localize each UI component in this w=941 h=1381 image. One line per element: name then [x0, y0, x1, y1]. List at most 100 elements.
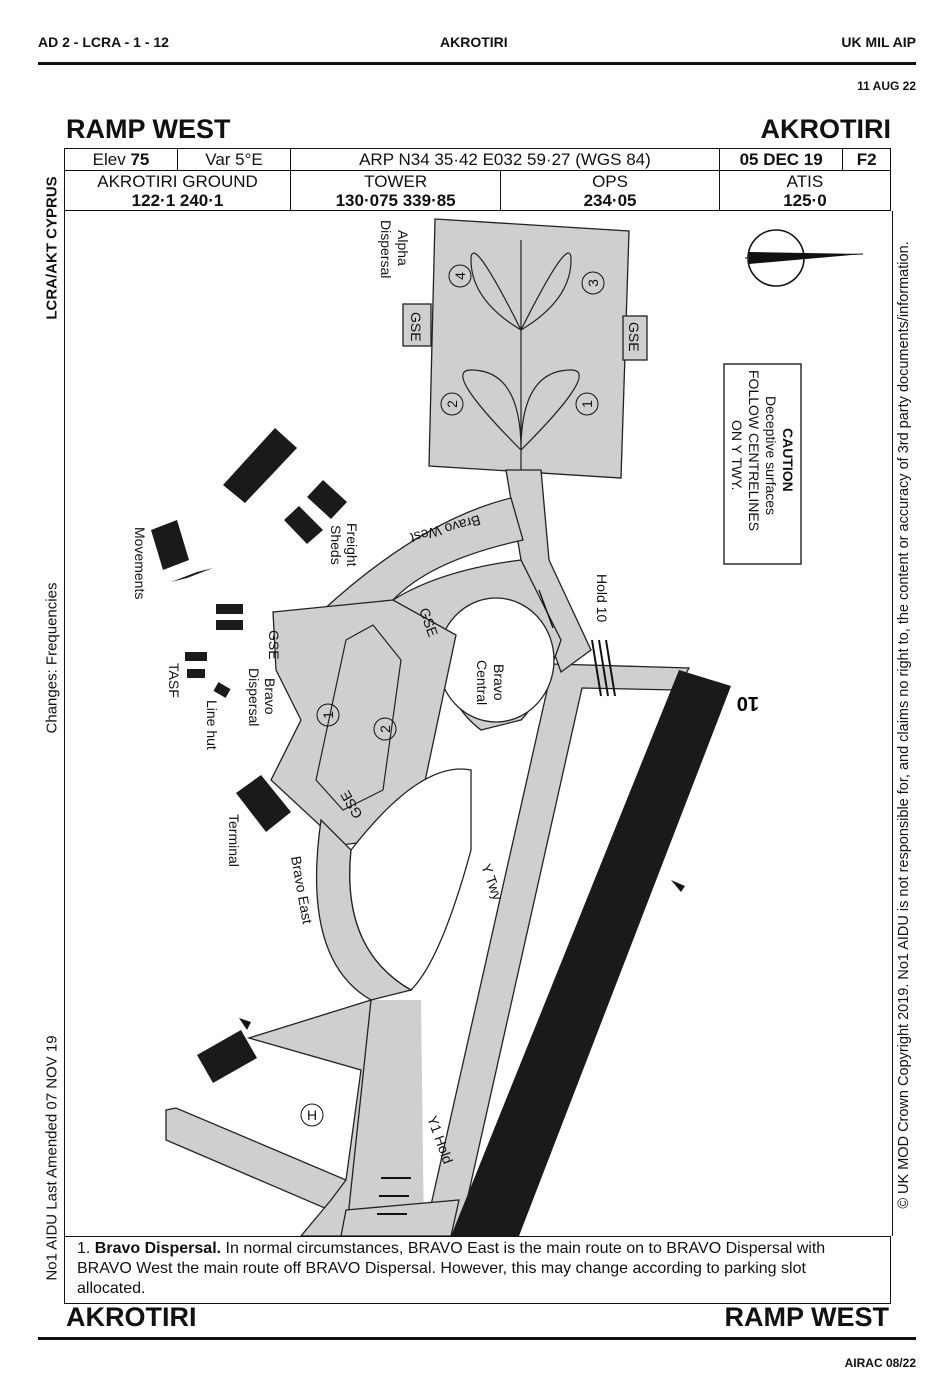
label-movements: Movements — [132, 527, 148, 599]
freq-name: OPS — [592, 171, 628, 191]
helipad-label: H — [307, 1107, 317, 1123]
aerodrome-map: 1 2 3 4 1 2 H Alpha Dispersal GSE GSE GS… — [64, 211, 893, 1237]
side-location: LCRA/AKT CYPRUS — [43, 176, 61, 320]
doc-airfield: AKROTIRI — [440, 34, 508, 50]
doc-reference: AD 2 - LCRA - 1 - 12 — [38, 34, 169, 50]
chart-title-left: RAMP WEST — [66, 114, 231, 144]
freq-value: 122·1 240·1 — [131, 190, 224, 210]
freq-value: 130·075 339·85 — [335, 190, 456, 210]
elevation-label: Elev — [92, 150, 126, 169]
elevation-value: 75 — [130, 150, 150, 169]
caution-line-2: FOLLOW CENTRELINES — [746, 370, 762, 531]
label-bravo-central-2: Central — [474, 660, 490, 705]
building-south — [197, 1030, 257, 1083]
footer-rule — [38, 1337, 916, 1340]
marker-flag-icon — [239, 1018, 251, 1030]
bravo-central-island — [437, 597, 555, 723]
alpha-stand-1: 1 — [579, 400, 595, 408]
alpha-stand-2: 2 — [444, 400, 460, 408]
line-hut-building — [213, 682, 231, 698]
chart-title-right: AKROTIRI — [760, 114, 892, 144]
label-gse-left: GSE — [408, 312, 424, 342]
label-tasf: TASF — [166, 663, 182, 698]
label-y-twy: Y Twy — [478, 862, 506, 903]
map-drawing: 1 2 3 4 1 2 H Alpha Dispersal GSE GSE GS… — [132, 218, 864, 1237]
caution-line-3: ON Y TWY. — [729, 420, 745, 491]
marker-flag-icon — [671, 880, 685, 892]
gse-area-left — [402, 303, 432, 347]
label-gse-bravo-dispersal: GSE — [266, 630, 282, 660]
chart-date-cell: 05 DEC 19 — [718, 148, 844, 171]
header-rule — [38, 62, 916, 65]
freq-value: 125·0 — [783, 190, 827, 210]
caution-box — [723, 363, 802, 565]
bravo-stand-2: 2 — [377, 725, 393, 733]
alpha-dispersal-apron — [428, 218, 630, 479]
bravo-stand-1: 1 — [320, 711, 336, 719]
note-text: In normal circumstances, BRAVO East is t… — [77, 1240, 826, 1297]
bravo-centrelines — [315, 624, 402, 811]
building-small-2 — [216, 620, 243, 630]
side-amended: No1 AIDU Last Amended 07 NOV 19 — [43, 1035, 61, 1281]
label-freight: Freight — [344, 523, 360, 567]
freq-name: AKROTIRI GROUND — [97, 171, 258, 191]
freq-name: TOWER — [364, 171, 428, 191]
label-terminal: Terminal — [226, 814, 242, 867]
notes-box: 1. Bravo Dispersal. In normal circumstan… — [64, 1236, 891, 1304]
runway-10 — [451, 670, 731, 1236]
side-changes: Changes: Frequencies — [43, 582, 61, 734]
alpha-centrelines — [462, 240, 580, 470]
caution-line-1: Deceptive surfaces — [763, 396, 779, 515]
label-bravo: Bravo — [262, 678, 278, 715]
movements-building-2 — [171, 568, 213, 582]
direction-arrow — [538, 589, 554, 629]
footer-title-right: RAMP WEST — [724, 1302, 889, 1332]
label-hold-10: Hold 10 — [594, 574, 610, 622]
label-line-hut: Line hut — [204, 700, 220, 750]
freight-shed-2 — [284, 506, 323, 544]
label-bravo-central-1: Bravo — [491, 664, 507, 701]
runway-designator: 10 — [737, 692, 759, 714]
building-small-1 — [216, 604, 243, 614]
freight-shed-1 — [307, 480, 347, 519]
label-bravo-east: Bravo East — [288, 855, 316, 925]
variation-cell: Var 5°E — [177, 148, 292, 171]
terminal-building — [236, 775, 291, 832]
label-alpha-dispersal: Dispersal — [378, 220, 394, 278]
freq-name: ATIS — [786, 171, 824, 191]
info-table: Elev 75 Var 5°E ARP N34 35·42 E032 59·27… — [63, 148, 892, 211]
label-gse-right: GSE — [626, 322, 642, 352]
freq-value: 234·05 — [583, 190, 637, 210]
note-number: 1. — [77, 1240, 91, 1257]
doc-date: 11 AUG 22 — [857, 79, 916, 93]
chart-id-cell: F2 — [842, 148, 891, 171]
building-large — [223, 428, 297, 503]
tasf-building-1 — [185, 652, 207, 661]
north-arrow-icon — [744, 229, 864, 287]
y1-hold-marks — [377, 1177, 411, 1215]
note-title: Bravo Dispersal. — [94, 1240, 222, 1257]
movements-building-1 — [151, 520, 189, 570]
hold-10-marks — [591, 639, 616, 697]
alpha-stand-4: 4 — [452, 272, 468, 280]
helipad-marker — [300, 1103, 324, 1127]
label-bravo-dispersal: Dispersal — [246, 668, 262, 726]
tasf-building-2 — [187, 669, 205, 678]
doc-publication: UK MIL AIP — [841, 34, 916, 50]
footer-title-left: AKROTIRI — [66, 1302, 197, 1332]
inner-island — [349, 768, 472, 991]
arp-cell: ARP N34 35·42 E032 59·27 (WGS 84) — [290, 148, 720, 171]
helipad-apron — [246, 999, 372, 1237]
elevation-cell: Elev 75 — [63, 148, 179, 171]
gse-area-right — [622, 315, 648, 361]
bravo-stand-markers — [300, 703, 397, 1127]
alpha-stand-3: 3 — [585, 279, 601, 287]
alpha-stand-markers — [440, 264, 605, 416]
side-copyright: © UK MOD Crown Copyright 2019. No1 AIDU … — [896, 241, 912, 1209]
label-sheds: Sheds — [328, 525, 344, 565]
caution-title: CAUTION — [780, 428, 796, 492]
